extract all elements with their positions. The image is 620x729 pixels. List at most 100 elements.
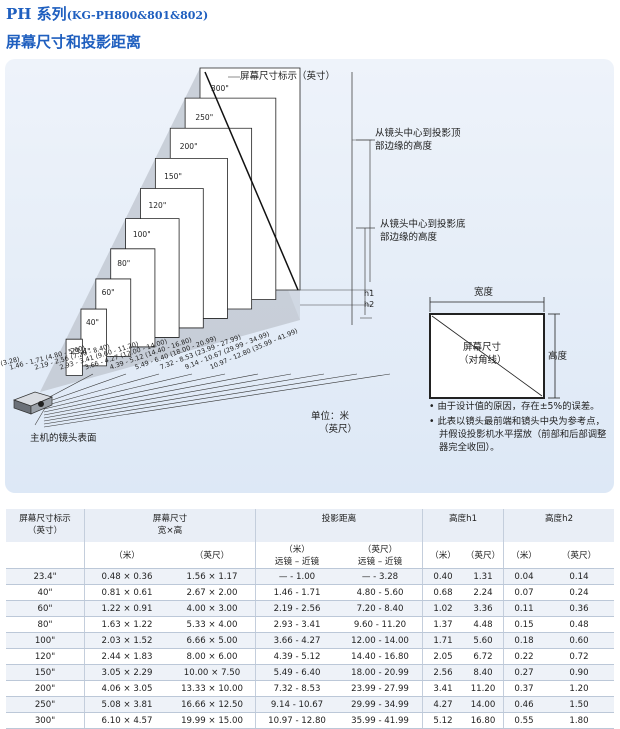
table-cell: 6.72 [463,648,504,665]
table-cell: 0.14 [544,568,614,585]
table-cell: 5.08 × 3.81 [84,696,169,713]
model-numbers: (KG-PH800&801&802) [66,9,209,22]
distance-dimension-line [43,373,193,410]
screen-size-tag: 80" [117,259,131,269]
table-cell: 0.68 [422,584,463,601]
spec-table: 屏幕尺寸标示（英寸） 屏幕尺寸宽×高 投影距离 高度h1 高度h2 （米） （英… [6,509,614,729]
table-cell: 12.00 - 14.00 [338,632,423,649]
table-cell: 1.46 - 1.71 [255,584,338,601]
h1-label: h1 [364,289,375,298]
table-cell: 0.90 [544,664,614,681]
table-cell: 120" [6,648,85,665]
table-cell: 150" [6,664,85,681]
table-cell: 8.00 × 6.00 [169,648,256,665]
distance-dimension-line [43,373,358,425]
table-cell: 300" [6,712,85,729]
table-cell: 1.31 [463,568,504,585]
table-cell: 4.39 - 5.12 [255,648,338,665]
table-cell: 29.99 - 34.99 [338,696,423,713]
table-cell: 35.99 - 41.99 [338,712,423,729]
th-h2-ft: （英尺） [544,542,614,569]
top-edge-label-1: 从镜头中心到投影顶 [375,128,461,139]
table-cell: 6.66 × 5.00 [169,632,256,649]
inset-screen-diagram [429,297,560,399]
screen-size-tag: 300" [211,84,229,93]
screen-size-tag: 120" [148,200,167,210]
table-cell: 14.00 [463,696,504,713]
table-cell: 3.41 [422,680,463,697]
projection-diagram [12,67,560,428]
distance-dimension-lines [43,373,391,428]
screen-size-tag: 23.4" [70,346,91,356]
table-cell: 0.48 [544,616,614,633]
table-cell: 0.60 [544,632,614,649]
table-cell: 100" [6,632,85,649]
th-h2-m: （米） [503,542,544,569]
screen-size-tag: 150" [164,171,182,181]
section-title: 屏幕尺寸和投影距离 [6,33,142,51]
table-cell: 1.63 × 1.22 [84,616,169,633]
th-dist-m: （米）远镜 – 近镜 [255,542,338,569]
table-cell: 10.00 × 7.50 [169,664,256,681]
table-cell: 250" [6,696,85,713]
table-cell: 23.4" [6,568,85,585]
table-cell: 0.22 [503,648,544,665]
table-cell: 11.20 [463,680,504,697]
table-cell: 4.00 × 3.00 [169,600,256,617]
table-cell: 0.40 [422,568,463,585]
screen-size-tag: 100" [132,230,151,239]
table-cell: 0.27 [503,664,544,681]
table-cell: 0.04 [503,568,544,585]
th-distance: 投影距离 [255,509,423,542]
table-cell: 0.72 [544,648,614,665]
screen-size-tag: 60" [101,288,115,298]
table-cell: 1.56 × 1.17 [169,568,256,585]
table-cell: 2.19 - 2.56 [255,600,338,617]
table-cell: 1.02 [422,600,463,617]
table-cell: 80" [6,616,85,633]
screen-size-tag: 40" [86,317,99,327]
table-cell: 8.40 [463,664,504,681]
table-cell: 0.18 [503,632,544,649]
table-cell: 19.99 × 15.00 [169,712,256,729]
table-cell: 3.66 - 4.27 [255,632,338,649]
table-cell: 9.60 - 11.20 [338,616,423,633]
table-cell: 0.55 [503,712,544,729]
table-cell: — - 1.00 [255,568,338,585]
table-cell: 9.14 - 10.67 [255,696,338,713]
distance-dimension-line [43,373,292,419]
table-cell: 0.11 [503,600,544,617]
h2-label: h2 [364,300,375,309]
table-cell: 5.12 [422,712,463,729]
table-cell: 2.03 × 1.52 [84,632,169,649]
table-cell: 7.32 - 8.53 [255,680,338,697]
table-cell: 1.22 × 0.91 [84,600,169,617]
table-cell: 13.33 × 10.00 [169,680,256,697]
distance-dimension-line [43,373,127,404]
table-cell: 18.00 - 20.99 [338,664,423,681]
th-wh-ft: （英尺） [169,542,256,569]
table-cell: 0.15 [503,616,544,633]
table-cell: 5.33 × 4.00 [169,616,256,633]
inset-height-label: 高度 [548,351,568,362]
table-cell: 0.07 [503,584,544,601]
table-cell: 16.80 [463,712,504,729]
unit-label-ft: （英尺） [319,424,358,435]
table-cell: 1.20 [544,680,614,697]
th-blank [6,542,85,569]
table-cell: 2.67 × 2.00 [169,584,256,601]
table-cell: 3.05 × 2.29 [84,664,169,681]
table-cell: 2.56 [422,664,463,681]
table-cell: 5.49 - 6.40 [255,664,338,681]
table-cell: 4.80 - 5.60 [338,584,423,601]
table-cell: 0.24 [544,584,614,601]
table-cell: 2.93 - 3.41 [255,616,338,633]
